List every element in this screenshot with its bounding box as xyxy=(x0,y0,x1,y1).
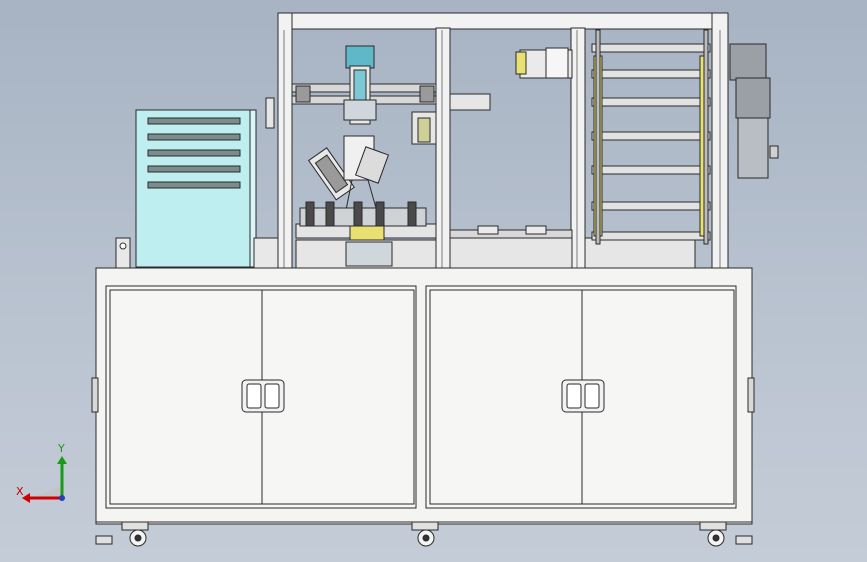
tray xyxy=(591,43,711,53)
door-right-a xyxy=(429,289,583,505)
servo-motor xyxy=(345,45,375,69)
tray xyxy=(591,165,711,175)
top-beam xyxy=(277,12,729,30)
y-axis-label: Y xyxy=(58,442,65,455)
tray xyxy=(591,97,711,107)
x-axis-label: X xyxy=(16,485,24,498)
motor xyxy=(729,43,767,81)
tray xyxy=(591,69,711,79)
vent-slot xyxy=(147,117,241,125)
tray xyxy=(591,231,711,241)
upper-frame xyxy=(277,12,729,272)
orientation-triad[interactable] xyxy=(12,440,82,510)
left-column xyxy=(277,12,293,272)
vent-slot xyxy=(147,165,241,173)
motor xyxy=(735,77,771,119)
middle-column xyxy=(435,27,451,272)
gantry-assembly xyxy=(291,45,491,211)
work-table xyxy=(253,201,696,271)
vent-slot xyxy=(147,149,241,157)
door-left-a xyxy=(109,289,263,505)
tray xyxy=(591,201,711,211)
control-panel xyxy=(115,97,275,269)
triad-plane-icon xyxy=(32,486,62,498)
cabinet xyxy=(91,267,755,525)
tray xyxy=(591,131,711,141)
door-left-b xyxy=(261,289,415,505)
vent-slot xyxy=(147,133,241,141)
vent-slot xyxy=(147,181,241,189)
door-right-b xyxy=(581,289,735,505)
z-axis-icon xyxy=(59,495,65,501)
right-inner-column xyxy=(570,27,586,272)
tray-stacker xyxy=(515,29,779,245)
casters xyxy=(95,521,753,547)
